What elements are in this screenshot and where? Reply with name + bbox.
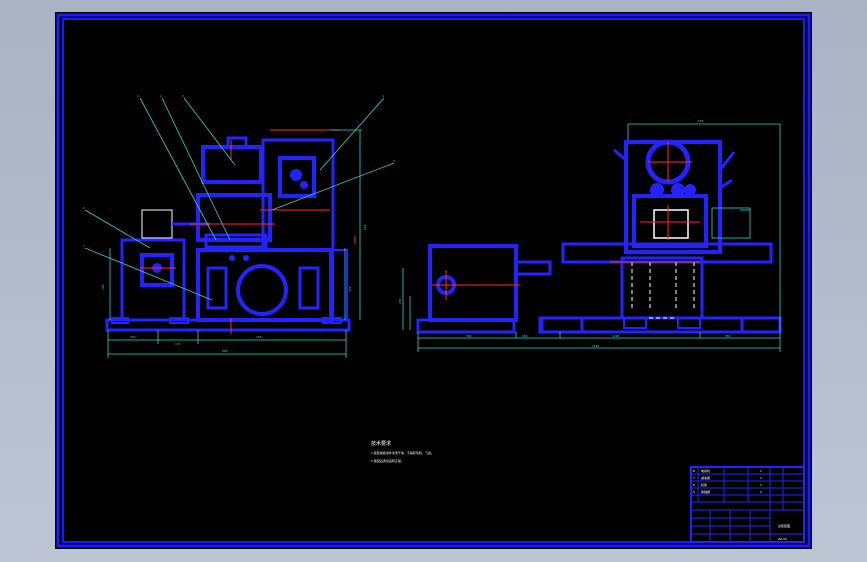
parts-row-no: 8 — [693, 469, 695, 473]
callout-number: 7 — [83, 244, 85, 248]
hub — [243, 255, 249, 261]
callout-number: 1 — [137, 94, 139, 98]
front-leader-lines — [84, 97, 395, 301]
right-post — [332, 249, 348, 321]
gearbox-cover — [278, 156, 316, 198]
side-handle — [718, 151, 736, 171]
side-gearbox — [632, 194, 708, 248]
pulley-guard — [204, 233, 268, 249]
drawing-title: 总装配图 — [778, 523, 790, 528]
parts-row-no: 5 — [693, 490, 695, 494]
side-dimension: 300 — [466, 334, 472, 338]
left-base — [120, 238, 186, 322]
side-dimension: 2400 — [592, 344, 599, 348]
side-dimension: 180 — [522, 334, 528, 338]
parts-row-qty: 1 — [760, 483, 762, 487]
roller — [684, 184, 696, 196]
side-foot — [677, 317, 701, 329]
callout-number: 3 — [182, 94, 184, 98]
side-center-lines — [432, 142, 700, 300]
side-foot — [540, 316, 584, 334]
gear — [300, 181, 308, 189]
side-left-stand — [416, 318, 516, 334]
coupling — [514, 260, 552, 276]
side-column — [620, 256, 704, 320]
side-view: 300 1100 950 2400 250 200 180 — [398, 119, 782, 352]
flywheel — [236, 264, 288, 316]
callout-number: 6 — [83, 206, 85, 210]
parts-row-no: 6 — [693, 483, 695, 487]
front-dimension: 340 — [348, 286, 352, 292]
notes-line: 1.装配前各零件清洗干净，不得有毛刺、飞边。 — [371, 450, 434, 455]
left-housing — [140, 253, 174, 287]
notes-heading: 技术要求 — [371, 440, 391, 447]
front-dimension-lines — [107, 129, 362, 358]
side-handle — [613, 148, 627, 162]
title-block: 8 电动机 1 7 减速器 1 6 机架 1 5 联轴器 2 总装配图 ZZ-0… — [690, 466, 805, 543]
drawing-sheet — [55, 12, 812, 549]
drawing-number: ZZ-00 — [778, 537, 787, 541]
technical-notes: 技术要求 1.装配前各零件清洗干净，不得有毛刺、飞边。 2.装配后调试运转正常。 — [371, 440, 434, 463]
parts-row-name: 机架 — [701, 482, 707, 487]
hub — [229, 255, 235, 261]
front-dimension: 640 — [363, 224, 367, 230]
side-dimension: 1100 — [612, 334, 619, 338]
parts-row-name: 联轴器 — [701, 489, 710, 494]
front-dimension: 860 — [222, 349, 228, 353]
inner-border — [62, 18, 805, 543]
callout-number: 2 — [160, 94, 162, 98]
gear — [290, 169, 302, 181]
front-view: 320 170 330 860 200 340 640 1 2 3 4 5 6 … — [83, 94, 395, 358]
side-dimension-lines — [402, 123, 781, 352]
roller — [650, 183, 664, 197]
callout-number: 5 — [393, 159, 395, 163]
roller — [671, 183, 685, 197]
transmission-box — [196, 193, 272, 242]
front-center-lines — [140, 129, 356, 334]
parts-row-qty: 1 — [760, 476, 762, 480]
side-dimension: 250 — [698, 119, 704, 123]
side-dimension: 950 — [725, 334, 731, 338]
front-dimension: 200 — [101, 284, 105, 290]
outer-border — [56, 13, 811, 548]
parts-row-no: 7 — [693, 476, 695, 480]
housing-slot — [206, 266, 228, 310]
parts-row-qty: 2 — [760, 490, 762, 494]
housing-slot — [298, 266, 320, 310]
side-handle — [719, 178, 733, 190]
parts-row-qty: 1 — [760, 469, 762, 473]
callout-number: 4 — [382, 94, 384, 98]
front-dimension: 320 — [130, 335, 136, 339]
side-foot — [623, 317, 647, 329]
notes-line: 2.装配后调试运转正常。 — [371, 458, 404, 463]
motor-terminal — [226, 136, 248, 150]
parts-row-name: 减速器 — [701, 475, 710, 480]
parts-row-name: 电动机 — [701, 468, 710, 473]
side-motor — [653, 209, 689, 239]
front-dimension: 330 — [256, 335, 262, 339]
front-dimension: 170 — [175, 342, 181, 346]
side-dimension: 200 — [398, 298, 402, 304]
